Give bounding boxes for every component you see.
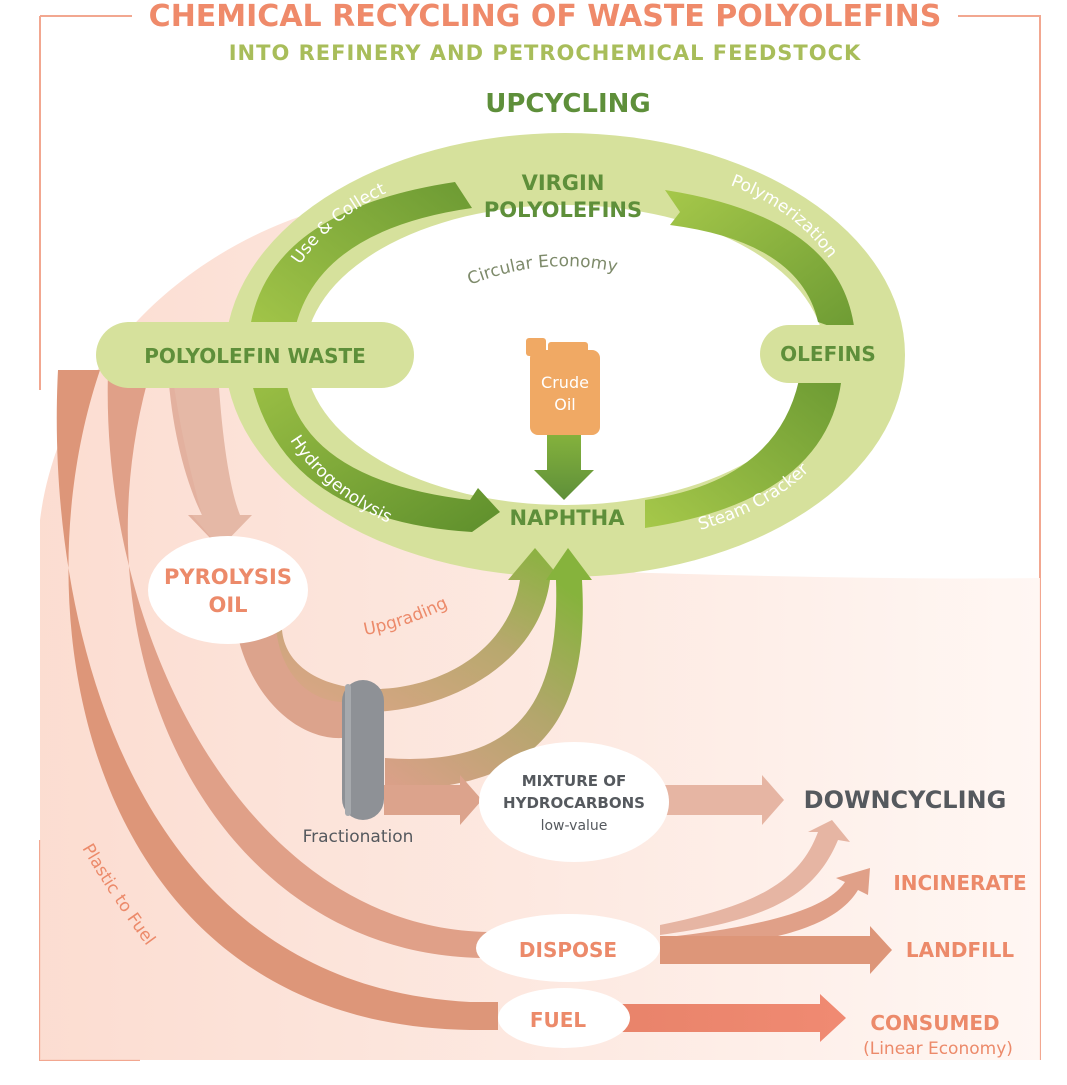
- node-polyolefin-waste: POLYOLEFIN WASTE: [144, 344, 366, 368]
- outcome-incinerate: INCINERATE: [893, 871, 1026, 895]
- node-mixture-line2: HYDROCARBONS: [503, 794, 645, 812]
- upcycling-label: UPCYCLING: [485, 89, 651, 119]
- arrow-polymerization: [665, 190, 855, 335]
- fractionation-column-icon: [342, 680, 384, 820]
- node-polyolefin-waste-bg: [96, 322, 414, 388]
- node-olefins-bg: [760, 325, 895, 383]
- crude-label-line2: Oil: [554, 395, 575, 414]
- arrow-dispose-landfill: [660, 926, 892, 974]
- page-subtitle: INTO REFINERY AND PETROCHEMICAL FEEDSTOC…: [229, 41, 862, 65]
- node-virgin-line1: VIRGIN: [522, 171, 605, 195]
- arrow-hydrogenolysis: [250, 375, 500, 532]
- arrow-fractionation-naphtha: [385, 548, 592, 790]
- arrow-mixture-downcycling: [660, 775, 784, 825]
- outcome-landfill: LANDFILL: [906, 938, 1014, 962]
- downcycling-label: DOWNCYCLING: [804, 786, 1007, 814]
- page-title: CHEMICAL RECYCLING OF WASTE POLYOLEFINS: [149, 0, 942, 34]
- node-dispose-bg: [476, 914, 660, 982]
- fractionation-label: Fractionation: [303, 827, 414, 847]
- node-pyrolysis-bg: [148, 536, 308, 644]
- node-naphtha: NAPHTHA: [510, 506, 626, 530]
- frame-line-top-left: [39, 15, 132, 60]
- crude-oil-canister-icon: [526, 338, 600, 435]
- node-fuel: FUEL: [530, 1008, 587, 1032]
- node-olefins: OLEFINS: [780, 342, 876, 366]
- node-mixture-line1: MIXTURE OF: [522, 772, 627, 790]
- outcome-linear-economy: (Linear Economy): [863, 1039, 1013, 1059]
- node-mixture-bg: [479, 742, 669, 862]
- node-fuel-bg: [498, 988, 630, 1048]
- node-virgin-line2: POLYOLEFINS: [484, 198, 642, 222]
- crude-label-line1: Crude: [541, 373, 589, 392]
- arrow-waste-to-fuel: [56, 370, 498, 1030]
- arrow-steam-cracker: [645, 375, 842, 528]
- arrow-fractionation-mixture: [384, 775, 482, 825]
- node-dispose: DISPOSE: [519, 938, 617, 962]
- arrow-pyrolysis-fractionation: [236, 628, 342, 739]
- node-pyrolysis-line1: PYROLYSIS: [164, 565, 292, 589]
- node-pyrolysis-line2: OIL: [208, 593, 247, 617]
- arrow-fuel-consumed: [610, 994, 846, 1042]
- outcome-consumed: CONSUMED: [870, 1011, 999, 1035]
- arrow-crude-naphtha: [534, 432, 594, 500]
- arrow-dispose-downcycling: [660, 820, 850, 935]
- node-mixture-line3: low-value: [541, 818, 608, 834]
- arrow-waste-to-pyrolysis-wide: [172, 372, 252, 548]
- arrow-pyrolysis-upgrading: [250, 548, 562, 713]
